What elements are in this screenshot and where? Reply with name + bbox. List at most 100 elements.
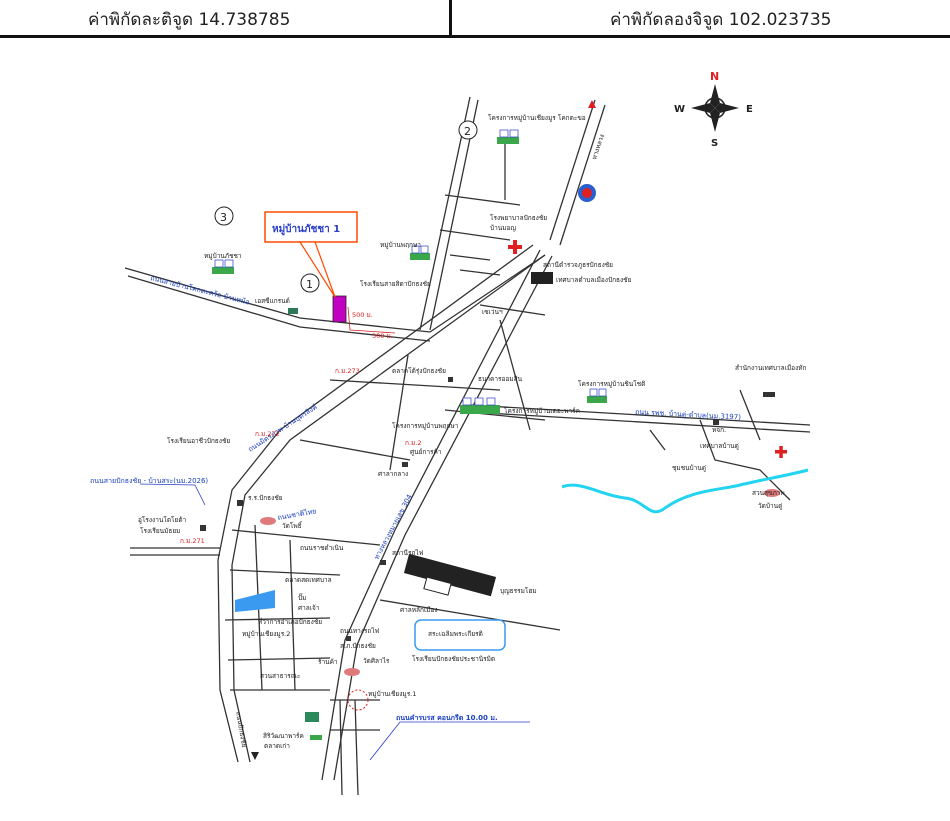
place-label: ศาลหลักเมือง xyxy=(400,606,438,614)
place-label: อู่โรงงานโตโยต้า xyxy=(138,516,187,524)
marker-2-label: 2 xyxy=(464,125,471,138)
road-label-side: ถนนปักธงชัย xyxy=(234,711,248,748)
highway-north-edge xyxy=(559,104,606,246)
place-label: หมู่บ้านเชียงมูร.2 xyxy=(242,630,290,638)
place-label: บ้านมอญ xyxy=(490,224,516,232)
road-label-east: ถนน รพช. บ้านดู่-ตำบล(นม.3197) xyxy=(635,408,741,422)
place-label: สวนสาธารณะ xyxy=(260,672,300,680)
road-label-main: ถนนมิตรภาพ-บ้านบุตรสิงค์ xyxy=(247,403,319,454)
km-label: ก.ม.273 xyxy=(335,367,360,375)
place-label: วัดโพธิ์ xyxy=(282,521,303,530)
place-label: โรงเรียนสายสิดาปักธงชัย xyxy=(360,280,431,288)
place-label: หมู่บ้านภัชชา xyxy=(204,252,242,260)
distance-300-label: 300 ม. xyxy=(372,332,393,340)
project-site xyxy=(332,295,347,323)
location-map: หมู่บ้านภัชชา 1 500 ม. 300 ม. 1 2 3 N S … xyxy=(90,70,811,796)
road-label-ring: ถนนชาติไทย xyxy=(277,506,317,522)
place-label: ร้านค้า xyxy=(318,658,338,666)
place-label: ที่ว่าการอำเภอปักธงชัย xyxy=(258,617,322,626)
callout-pointer xyxy=(298,241,336,298)
place-label: โครงการหมู่บ้านพฤกษา xyxy=(392,422,459,430)
place-label: โรงพยาบาลปักธงชัย xyxy=(490,214,547,222)
compass-rose: N S W E xyxy=(674,70,753,149)
hospital-icon xyxy=(775,446,787,458)
place-label: ศูนย์การค้า xyxy=(410,448,442,456)
place-label: วัดศิลาไร xyxy=(363,657,390,665)
place-label: หจก. xyxy=(712,426,726,434)
header-divider xyxy=(449,0,452,38)
south-arrow-icon xyxy=(251,752,259,760)
place-label: สิริวัฒนาพาร์ค xyxy=(263,732,304,740)
place-label: วัดบ้านดู่ xyxy=(758,502,782,510)
place-label: ปั๊ม xyxy=(298,593,306,602)
temple-icon xyxy=(260,489,780,676)
road-top-west-edge xyxy=(127,275,431,342)
place-label: โรงเรียนมัธยม xyxy=(140,527,180,535)
place-label: ถนนทางรถไฟ xyxy=(340,627,380,635)
coordinate-header: ค่าพิกัดละติจูด 14.738785 ค่าพิกัดลองจิจ… xyxy=(0,0,950,38)
compass-s: S xyxy=(711,138,718,149)
place-label: ถนนราชดำเนิน xyxy=(300,544,344,552)
place-label: ศาลากลาง xyxy=(378,470,408,478)
road-label-north: ทางหลวง xyxy=(590,133,606,160)
pointer-line xyxy=(369,721,530,761)
school-building-icon xyxy=(403,553,497,597)
place-label: โครงการหมู่บ้านเชียงมูร โคกตะขอ xyxy=(488,114,586,122)
hospital-icon xyxy=(508,240,522,254)
place-label: สถานีตำรวจภูธรปักธงชัย xyxy=(543,261,613,269)
highway-main-west xyxy=(217,244,534,763)
emblem-icon xyxy=(578,184,596,202)
place-label: ตลาดโต้รุ่งปักธงชัย xyxy=(392,367,446,375)
place-label: ตลาดสดเทศบาล xyxy=(285,576,332,584)
km-label: ก.ม.272 xyxy=(255,430,280,438)
marker-1: 1 xyxy=(300,273,320,293)
marker-2: 2 xyxy=(458,120,478,140)
place-label: เอสซีแกรนด์ xyxy=(255,297,290,305)
road-label-top: ถนนสายบ้านโคกตะคร้อ-บ้านหม้อ xyxy=(150,273,251,306)
housing-icon xyxy=(212,137,607,414)
roundabout-icon xyxy=(347,689,369,711)
marker-3-label: 3 xyxy=(220,211,227,224)
place-label: สระเฉลิมพระเกียรติ xyxy=(428,630,483,638)
highway-main-west-edge xyxy=(231,254,546,763)
distance-500-arrow xyxy=(347,306,396,334)
place-label: ร.ร.ปักธงชัย xyxy=(248,494,283,502)
place-label: โครงการหมู่บ้านเดอะพาร์ค xyxy=(504,407,580,415)
callout-title: หมู่บ้านภัชชา 1 xyxy=(272,223,340,236)
road-network xyxy=(124,96,811,796)
place-label: สถานีรถไฟ xyxy=(392,549,424,557)
road-top-west xyxy=(124,254,546,333)
compass-n: N xyxy=(710,70,719,83)
place-label: ศาลเจ้า xyxy=(298,604,320,612)
place-label: สวนสุขภาพ xyxy=(752,489,785,497)
sports-field xyxy=(414,619,506,651)
pointer-line xyxy=(139,483,206,506)
compass-e: E xyxy=(746,104,753,115)
road-label-south: ถนนคำรบรส คอนกรีต 10.00 ม. xyxy=(396,714,498,722)
km-label: ก.ม.2 xyxy=(405,439,422,447)
compass-w: W xyxy=(674,104,685,115)
place-label: หมู่บ้านเชียงมูร.1 xyxy=(368,690,416,698)
place-label: บุญธรรมโฮม xyxy=(500,587,537,595)
road-label-west: ถนนสายปักธงชัย - บ้านสระ(นม.2026) xyxy=(90,477,208,485)
building-icon xyxy=(531,272,553,284)
marker-1-label: 1 xyxy=(306,278,313,291)
place-label: สำนักงานเทศบาลเมืองทัก xyxy=(735,364,807,372)
km-label: ก.ม.271 xyxy=(180,537,205,545)
housing-icon xyxy=(214,129,607,406)
latitude-label: ค่าพิกัดละติจูด 14.738785 xyxy=(88,10,291,30)
school-building-icon xyxy=(423,576,452,596)
distance-500-label: 500 ม. xyxy=(352,311,373,319)
north-arrow-icon xyxy=(588,100,596,108)
place-label: โครงการหมู่บ้านชินโชติ xyxy=(578,380,645,388)
place-label: ส.ภ.ปักธงชัย xyxy=(340,642,376,650)
longitude-label: ค่าพิกัดลองจิจูด 102.023735 xyxy=(610,10,832,30)
place-label: ธนาคารออมสิน xyxy=(478,375,523,383)
place-label: ชุมชนบ้านดู่ xyxy=(672,464,706,472)
place-label: หมู่บ้านพฤกษา xyxy=(380,241,421,249)
place-label: เซเว่นฯ xyxy=(482,308,503,316)
highway-south xyxy=(321,249,541,781)
highway-north xyxy=(549,99,596,241)
place-label: โรงเรียนอาชีวปักธงชัย xyxy=(167,437,230,445)
place-label: โรงเรียนปักธงชัยประชานิรมิต xyxy=(412,655,495,663)
